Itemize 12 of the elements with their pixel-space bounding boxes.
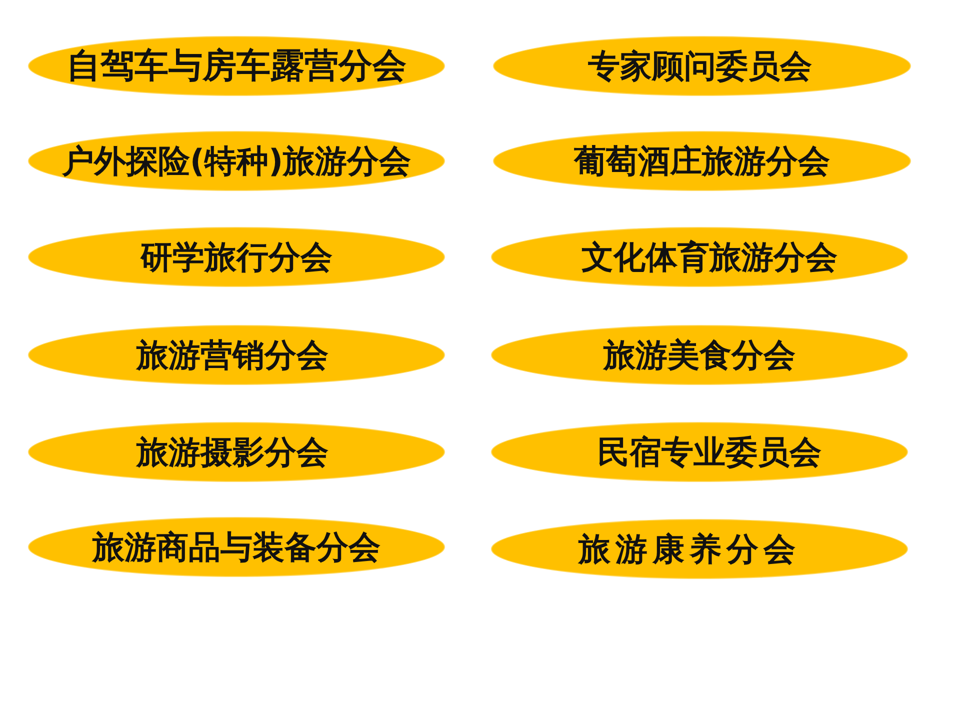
ellipse-node: 研学旅行分会 — [28, 227, 445, 287]
ellipse-node: 文化体育旅游分会 — [491, 227, 908, 287]
ellipse-node: 民宿专业委员会 — [491, 422, 908, 482]
ellipse-node: 旅游营销分会 — [28, 325, 445, 385]
ellipse-node: 自驾车与房车露营分会 — [28, 36, 445, 96]
ellipse-node: 专家顾问委员会 — [493, 36, 911, 96]
ellipse-node: 旅游美食分会 — [491, 325, 908, 385]
ellipse-node: 旅游商品与装备分会 — [28, 517, 445, 577]
ellipse-node: 葡萄酒庄旅游分会 — [493, 131, 911, 191]
ellipse-node: 旅游摄影分会 — [28, 422, 445, 482]
ellipse-node: 户外探险(特种)旅游分会 — [28, 131, 445, 191]
ellipse-node: 旅游康养分会 — [491, 519, 908, 579]
